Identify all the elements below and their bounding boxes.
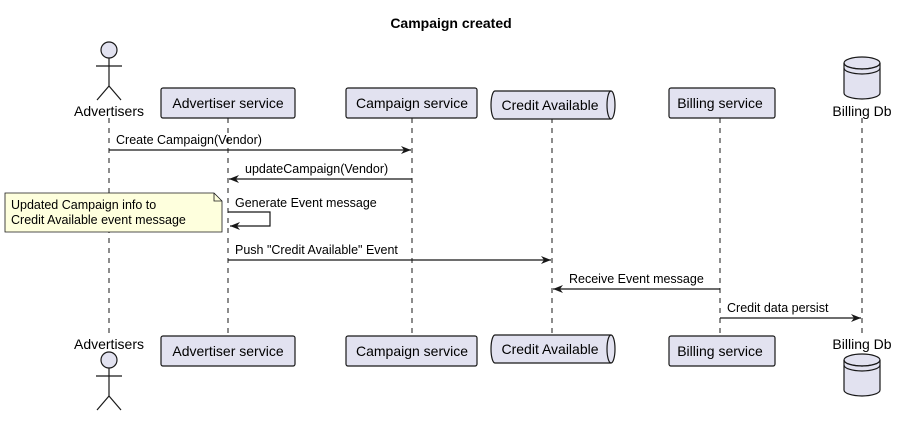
participant-label-advertisers-top: Advertisers — [74, 103, 144, 119]
participant-box-advertiser-service-top — [160, 87, 296, 119]
message-label: updateCampaign(Vendor) — [245, 162, 388, 176]
participant-label-billing-service-top: Billing service — [677, 95, 763, 111]
message-label: Create Campaign(Vendor) — [116, 133, 262, 147]
queue-end-cap — [606, 90, 612, 120]
actor-leg-left — [96, 85, 110, 101]
database-billing-db-bottom-icon — [843, 353, 881, 397]
note-line: Credit Available event message — [11, 213, 186, 227]
message-1: Create Campaign(Vendor) — [109, 133, 411, 154]
participant-label-advertisers-bottom: Advertisers — [74, 336, 144, 352]
database-rim — [843, 359, 881, 367]
database-billing-db-top-icon — [843, 56, 881, 100]
database-body — [843, 360, 881, 397]
actor-head-icon — [100, 351, 118, 369]
participant-label-advertiser-service-bottom: Advertiser service — [172, 343, 283, 359]
messages: Create Campaign(Vendor) updateCampaign(Ve… — [109, 133, 861, 322]
message-arrow-self — [228, 211, 271, 230]
actor-leg-right — [108, 85, 122, 101]
participant-label-campaign-service-top: Campaign service — [356, 95, 468, 111]
database-rim — [843, 62, 881, 70]
participant-label-billing-db-bottom: Billing Db — [832, 336, 891, 352]
database-rim-inner — [843, 67, 881, 75]
message-6: Credit data persist — [720, 301, 861, 322]
actor-leg-right — [108, 395, 122, 411]
participant-box-billing-service-top — [668, 87, 776, 119]
database-rim-inner — [843, 364, 881, 372]
message-label: Generate Event message — [235, 196, 377, 210]
participant-box-campaign-service-top — [345, 87, 478, 119]
message-label: Credit data persist — [727, 301, 829, 315]
actor-advertisers-bottom-icon — [96, 351, 122, 411]
message-5: Receive Event message — [553, 272, 720, 293]
queue-credit-available-top — [490, 90, 616, 120]
participant-box-billing-service-bottom — [668, 335, 776, 367]
database-body — [843, 63, 881, 100]
participant-label-advertiser-service-top: Advertiser service — [172, 95, 283, 111]
actor-advertisers-top-icon — [96, 41, 122, 101]
note-body — [4, 192, 223, 233]
participant-label-billing-db-top: Billing Db — [832, 103, 891, 119]
note-fold — [213, 193, 222, 202]
queue-end-cap — [606, 334, 612, 364]
queue-credit-available-bottom — [490, 334, 616, 364]
actor-head-icon — [100, 41, 118, 59]
lifelines — [108, 118, 863, 336]
participant-label-credit-available-top: Credit Available — [501, 97, 598, 113]
message-label: Push "Credit Available" Event — [235, 243, 398, 257]
participant-label-campaign-service-bottom: Campaign service — [356, 343, 468, 359]
participant-box-advertiser-service-bottom — [160, 335, 296, 367]
participant-label-credit-available-bottom: Credit Available — [501, 341, 598, 357]
participant-box-campaign-service-bottom — [345, 335, 478, 367]
actor-leg-left — [96, 395, 110, 411]
diagram-title: Campaign created — [390, 15, 511, 31]
note-line: Updated Campaign info to — [11, 198, 156, 212]
message-3: Generate Event message — [228, 196, 377, 230]
message-label: Receive Event message — [569, 272, 704, 286]
message-2: updateCampaign(Vendor) — [229, 162, 412, 183]
message-4: Push "Credit Available" Event — [228, 243, 551, 264]
participant-label-billing-service-bottom: Billing service — [677, 343, 763, 359]
